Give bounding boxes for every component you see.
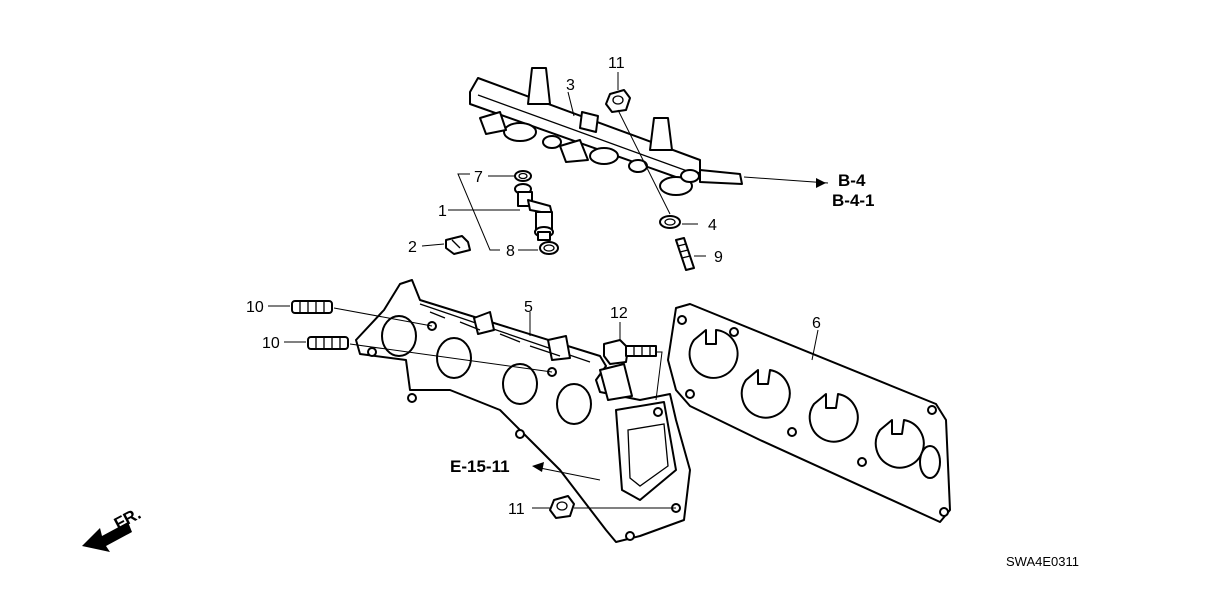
callout-9: 9	[714, 249, 723, 266]
manifold-gasket	[667, 303, 951, 523]
ref-e1511: E-15-11	[450, 457, 510, 476]
leader-lines	[268, 72, 829, 509]
arrow-left-icon	[532, 462, 544, 472]
nut-bottom	[549, 495, 575, 519]
stud-bolt-10-lower	[307, 336, 349, 350]
flange-bolt	[603, 339, 657, 365]
callouts: 1 2 3 4 5 6 7 8 9 10 10 11 11 12	[246, 55, 821, 518]
arrow-right-icon	[816, 178, 826, 188]
washer	[659, 215, 681, 229]
ref-b41: B-4-1	[832, 191, 875, 210]
seal-ring-8	[539, 241, 559, 255]
injector-clip	[445, 235, 471, 255]
callout-3: 3	[566, 77, 575, 94]
seal-ring-7	[514, 170, 532, 182]
nut-top	[605, 89, 631, 113]
ref-b4: B-4	[838, 171, 866, 190]
stud-bolt-10-upper	[291, 300, 333, 314]
callout-2: 2	[408, 239, 417, 256]
callout-11-top: 11	[608, 55, 625, 72]
diagram-code: SWA4E0311	[1006, 554, 1079, 569]
front-arrow-icon	[82, 522, 132, 552]
callout-4: 4	[708, 217, 717, 234]
callout-8: 8	[506, 243, 515, 260]
front-indicator: FR.	[82, 504, 144, 552]
fuel-rail	[469, 67, 743, 196]
section-references: B-4 B-4-1 E-15-11	[450, 171, 875, 476]
callout-12: 12	[610, 305, 628, 322]
callout-1: 1	[438, 203, 447, 220]
callout-11-bottom: 11	[508, 501, 525, 518]
callout-5: 5	[524, 299, 533, 316]
callout-10-upper: 10	[246, 299, 264, 316]
intake-manifold	[355, 279, 691, 543]
callout-10-lower: 10	[262, 335, 280, 352]
injector	[514, 183, 554, 241]
callout-6: 6	[812, 315, 821, 332]
callout-7: 7	[474, 169, 483, 186]
stud-bolt-9	[675, 237, 695, 271]
arrow-icons	[532, 178, 826, 472]
